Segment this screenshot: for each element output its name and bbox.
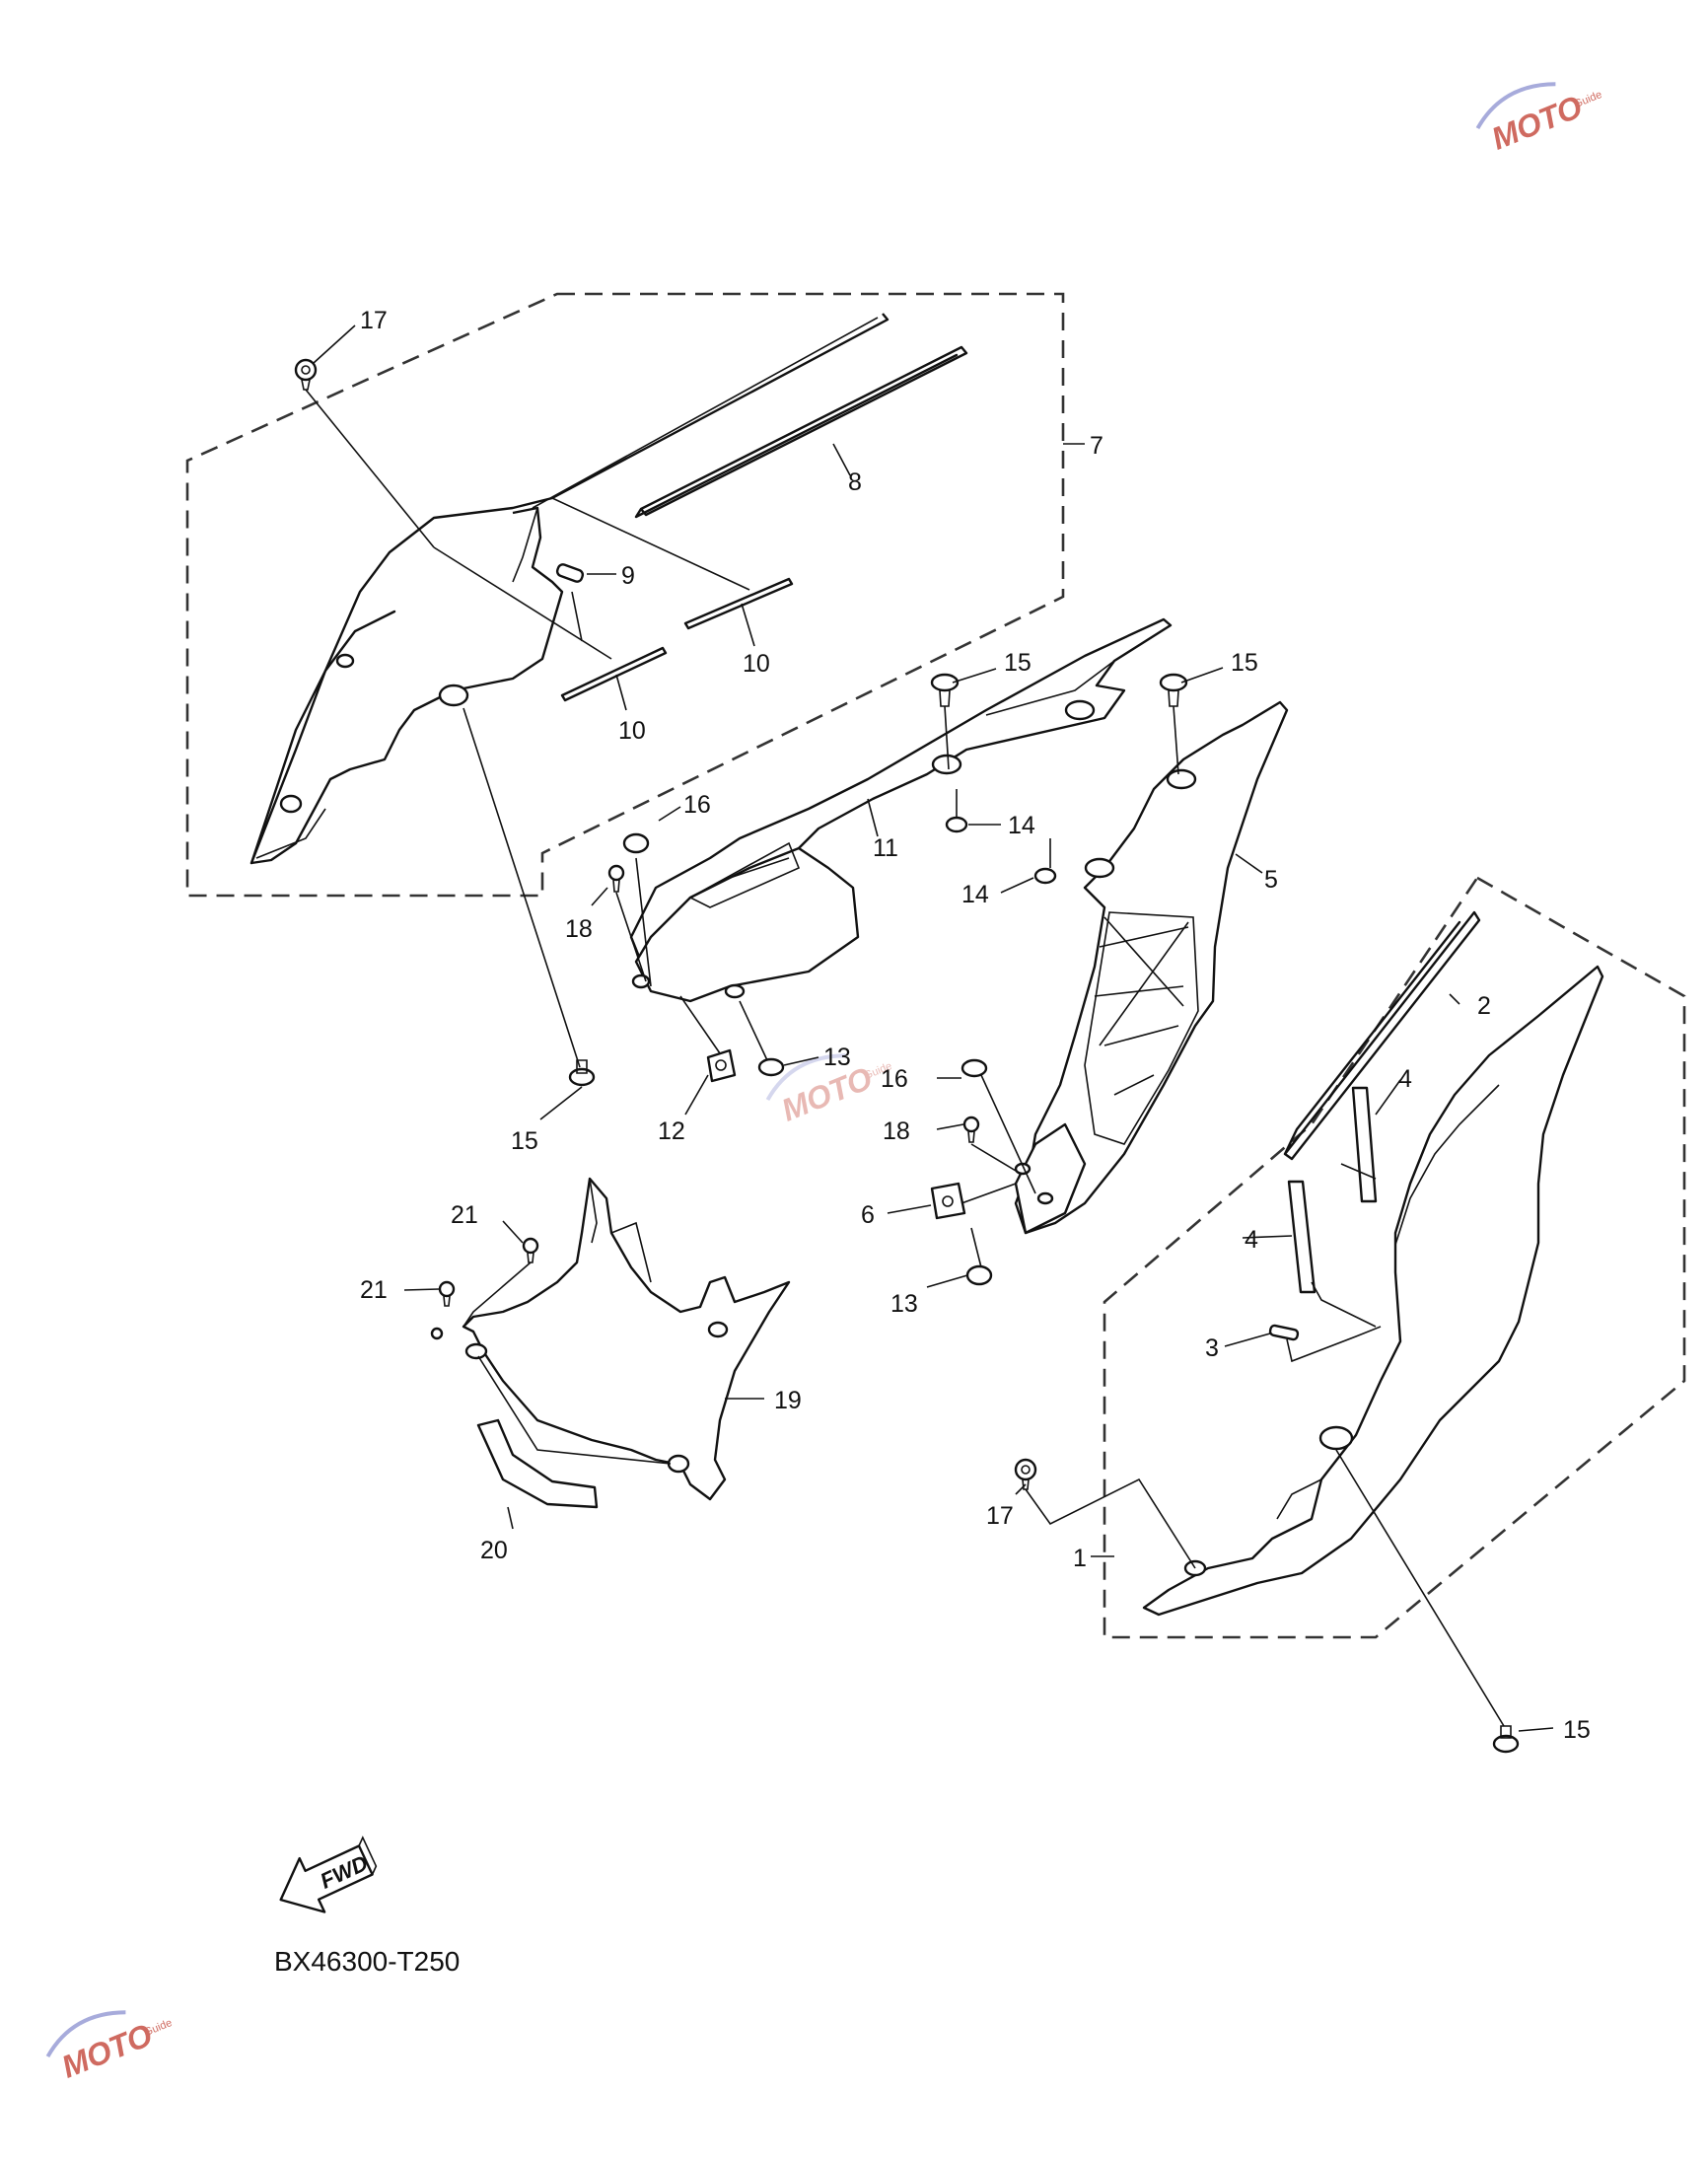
callout-6: 6 [861, 1201, 875, 1229]
part-21-screw-upper [522, 1237, 539, 1263]
callout-13-right: 13 [890, 1290, 918, 1318]
part-13-collar-right [965, 1264, 993, 1286]
callout-10-upper: 10 [743, 650, 770, 678]
callout-14-lower: 14 [961, 881, 989, 908]
part-16-grommet-left [622, 832, 650, 854]
callout-4-left: 4 [1245, 1226, 1258, 1254]
assembly-lines [305, 389, 1505, 1727]
part-18-screw-left [607, 864, 625, 893]
part-18-screw-right [962, 1116, 980, 1143]
part-3-pad [1268, 1324, 1300, 1341]
callout-20: 20 [480, 1537, 508, 1564]
callout-labels: 17 7 8 9 10 10 15 15 16 18 11 14 14 5 15… [360, 307, 1591, 1744]
part-15-bolt-right [1159, 673, 1188, 707]
part-16-grommet-right [961, 1058, 988, 1078]
part-4-strip-right [1351, 1086, 1378, 1203]
callout-11: 11 [873, 834, 898, 862]
callout-5: 5 [1264, 866, 1278, 894]
group-1-outline [1103, 876, 1686, 1639]
callout-16-left: 16 [683, 791, 711, 819]
group-7-outline [185, 292, 1065, 898]
callout-8: 8 [848, 468, 862, 496]
part-12-clip [706, 1048, 737, 1083]
callout-10-lower: 10 [618, 717, 646, 745]
callout-4-right: 4 [1398, 1065, 1412, 1093]
callout-18-right: 18 [883, 1117, 910, 1145]
part-14-nut-upper [945, 816, 968, 833]
callout-13-left: 13 [823, 1044, 851, 1071]
part-17-bolt-upper [294, 358, 318, 391]
callout-16-right: 16 [881, 1065, 908, 1093]
part-2-trim-strip [1283, 910, 1481, 1161]
part-1-lower-cowl [1142, 965, 1604, 1617]
watermark-sub: Guide [143, 2017, 175, 2039]
part-17-bolt-lower [1014, 1458, 1037, 1490]
part-8-trim-strip [634, 345, 968, 519]
callout-15-left: 15 [511, 1127, 538, 1155]
part-20-edge-trim [476, 1418, 599, 1509]
part-13-collar-left [757, 1057, 785, 1077]
callout-9: 9 [621, 562, 635, 590]
callout-19: 19 [774, 1387, 802, 1414]
callout-2: 2 [1477, 992, 1491, 1020]
callout-12: 12 [658, 1117, 685, 1145]
part-6-clip [930, 1182, 966, 1220]
callout-17-lower: 17 [986, 1502, 1014, 1530]
motoguide-logo-icon: MOTO Guide [45, 2010, 175, 2085]
part-15-bolt-left [568, 1059, 596, 1087]
watermark-sub: Guide [1573, 89, 1604, 110]
part-9-pad [555, 563, 585, 583]
fwd-arrow-icon: FWD [279, 1836, 378, 1913]
callout-15-bottom: 15 [1563, 1716, 1591, 1744]
callout-15-mid: 15 [1004, 649, 1032, 677]
part-10-strip-lower [560, 646, 668, 702]
part-19-lower-cover [462, 1177, 791, 1501]
part-21-screw-lower [438, 1280, 456, 1307]
part-11-inner-panel [629, 617, 1173, 1003]
callout-3: 3 [1205, 1334, 1219, 1362]
callout-17-upper: 17 [360, 307, 388, 334]
diagram-code: BX46300-T250 [274, 1946, 460, 1977]
callout-21-upper: 21 [451, 1201, 478, 1229]
part-21-screw-side [430, 1327, 444, 1340]
part-5-bracket [1014, 700, 1289, 1235]
callout-leaders [313, 324, 1554, 1732]
part-15-bolt-mid [930, 673, 960, 707]
callout-21-lower: 21 [360, 1276, 388, 1304]
part-4-strip-left [1287, 1180, 1317, 1294]
callout-14-upper: 14 [1008, 812, 1035, 839]
part-15-bolt-bottom [1492, 1725, 1520, 1754]
part-14-nut-lower [1033, 867, 1057, 885]
callout-7: 7 [1090, 432, 1103, 460]
part-10-strip-upper [683, 577, 794, 630]
callout-1: 1 [1073, 1545, 1087, 1572]
callout-18-left: 18 [565, 915, 593, 943]
motoguide-logo-icon: MOTO Guide [1475, 82, 1604, 157]
part-7-side-cover [249, 313, 890, 865]
callout-15-right: 15 [1231, 649, 1258, 677]
